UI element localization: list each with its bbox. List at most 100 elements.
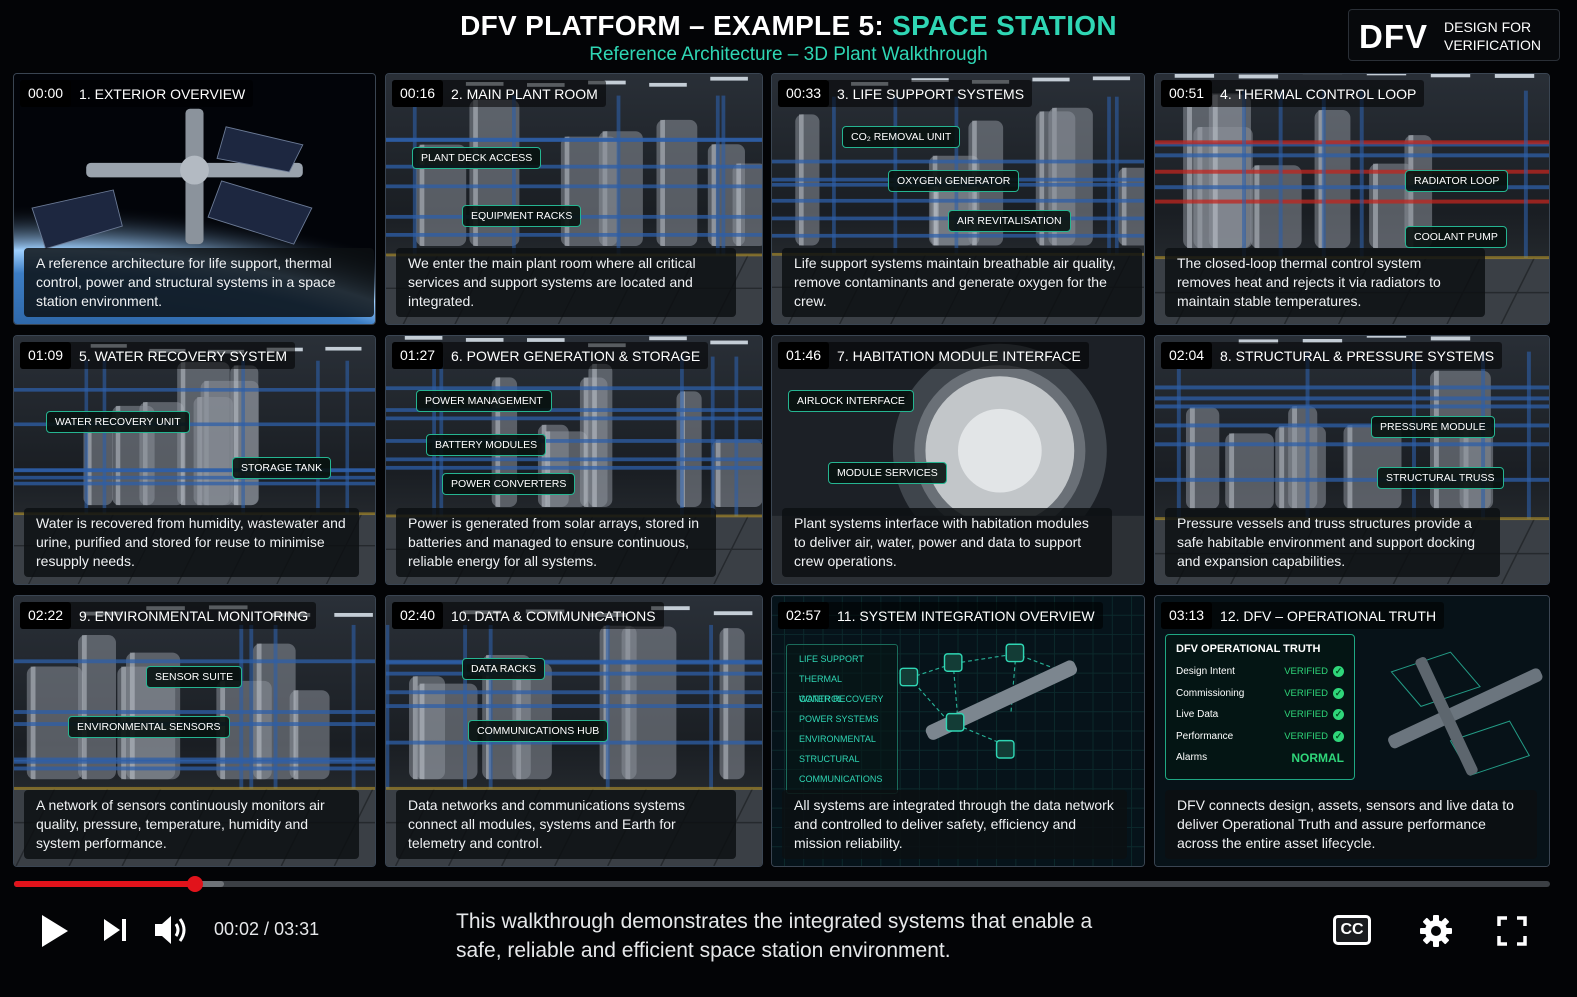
subtitle-line-2: safe, reliable and efficient space stati…	[456, 939, 951, 962]
scene-timestamp[interactable]: 00:33	[778, 80, 830, 107]
callout-label: RADIATOR LOOP	[1405, 170, 1509, 192]
play-button[interactable]	[34, 911, 74, 951]
scene-timestamp[interactable]: 02:57	[778, 602, 830, 629]
scene-timestamp[interactable]: 01:46	[778, 342, 830, 369]
scene-caption: A reference architecture for life suppor…	[24, 248, 374, 317]
scene-title: 9. ENVIRONMENTAL MONITORING	[79, 607, 309, 624]
next-button[interactable]	[98, 913, 132, 947]
check-circle-icon: ✓	[1333, 666, 1344, 678]
scene-timestamp[interactable]: 03:13	[1161, 602, 1213, 629]
integration-system-item: THERMAL CONTROL	[799, 674, 844, 704]
page-title: DFV PLATFORM – EXAMPLE 5: SPACE STATION	[0, 10, 1577, 42]
scene-title: 4. THERMAL CONTROL LOOP	[1220, 85, 1417, 102]
captions-button[interactable]: CC	[1330, 913, 1374, 947]
scene-header: 03:13 12. DFV – OPERATIONAL TRUTH	[1161, 602, 1445, 629]
time-separator: /	[259, 919, 275, 939]
subtitle-line-1: This walkthrough demonstrates the integr…	[456, 910, 1093, 933]
progress-scrubber[interactable]	[187, 876, 204, 892]
callout-label: STORAGE TANK	[232, 457, 332, 479]
video-header: DFV PLATFORM – EXAMPLE 5: SPACE STATION …	[0, 0, 1577, 70]
scene-timestamp[interactable]: 01:09	[20, 342, 72, 369]
verification-label: Performance	[1176, 730, 1234, 742]
integration-system-item: ENVIRONMENTAL	[799, 734, 876, 744]
scene-card[interactable]: 03:13 12. DFV – OPERATIONAL TRUTH DFV OPER…	[1154, 595, 1550, 867]
verification-label: Commissioning	[1176, 687, 1245, 699]
callout-label: BATTERY MODULES	[426, 434, 547, 456]
scene-timestamp[interactable]: 01:27	[392, 342, 444, 369]
scene-timestamp[interactable]: 00:00	[20, 80, 72, 107]
volume-button[interactable]	[150, 911, 192, 949]
callout-label: CO₂ REMOVAL UNIT	[842, 126, 961, 148]
page-subtitle: Reference Architecture – 3D Plant Walkth…	[589, 44, 988, 65]
callout-label: AIRLOCK INTERFACE	[788, 390, 914, 412]
progress-played	[14, 881, 196, 887]
scene-card[interactable]: 00:33 3. LIFE SUPPORT SYSTEMS CO₂ REMOVAL …	[771, 73, 1145, 325]
alarms-status: NORMAL	[1291, 750, 1344, 765]
callout-label: OXYGEN GENERATOR	[888, 170, 1020, 192]
callout-label: MODULE SERVICES	[828, 462, 947, 484]
scene-card[interactable]: 01:27 6. POWER GENERATION & STORAGE POWER …	[385, 335, 763, 585]
time-current: 00:02	[214, 919, 260, 939]
callout-label: STRUCTURAL TRUSS	[1377, 467, 1504, 489]
title-accent: SPACE STATION	[892, 10, 1117, 41]
scene-caption: The closed-loop thermal control system r…	[1165, 248, 1485, 317]
scene-title: 11. SYSTEM INTEGRATION OVERVIEW	[837, 607, 1095, 624]
cc-icon: CC	[1333, 915, 1371, 945]
scene-timestamp[interactable]: 00:16	[392, 80, 444, 107]
fullscreen-icon	[1497, 916, 1527, 946]
progress-bar[interactable]	[14, 876, 1550, 892]
integration-system-item: POWER SYSTEMS	[799, 714, 879, 724]
verification-status: VERIFIED	[1284, 730, 1328, 742]
scene-caption: Plant systems interface with habitation …	[782, 508, 1112, 577]
scene-timestamp[interactable]: 00:51	[1161, 80, 1213, 107]
callout-label: ENVIRONMENTAL SENSORS	[68, 716, 230, 738]
scene-card[interactable]: 00:51 4. THERMAL CONTROL LOOP RADIATOR LOO…	[1154, 73, 1550, 325]
scene-timestamp[interactable]: 02:40	[392, 602, 444, 629]
scene-timestamp[interactable]: 02:04	[1161, 342, 1213, 369]
callout-label: POWER CONVERTERS	[442, 473, 576, 495]
scene-caption: A network of sensors continuously monito…	[24, 790, 359, 859]
scene-caption: Pressure vessels and truss structures pr…	[1165, 508, 1500, 577]
logo-text-line-1: DESIGN FOR	[1444, 19, 1532, 35]
callout-label: POWER MANAGEMENT	[416, 390, 552, 412]
callout-label: PRESSURE MODULE	[1371, 416, 1495, 438]
scene-caption: We enter the main plant room where all c…	[396, 248, 736, 317]
cc-label: CC	[1340, 921, 1364, 938]
integration-system-item: COMMUNICATIONS	[799, 774, 883, 784]
verification-status: VERIFIED	[1284, 687, 1328, 699]
scene-title: 3. LIFE SUPPORT SYSTEMS	[837, 85, 1025, 102]
verification-status: VERIFIED	[1284, 709, 1328, 721]
volume-icon	[155, 916, 186, 944]
title-prefix: DFV PLATFORM – EXAMPLE 5:	[460, 10, 893, 41]
scene-timestamp[interactable]: 02:22	[20, 602, 72, 629]
settings-button[interactable]	[1416, 911, 1456, 951]
logo-mark: DFV	[1359, 18, 1428, 55]
scene-caption: Water is recovered from humidity, wastew…	[24, 508, 359, 577]
scene-header: 02:57 11. SYSTEM INTEGRATION OVERVIEW	[778, 602, 1103, 629]
verification-label: Live Data	[1176, 709, 1219, 721]
scene-title: 6. POWER GENERATION & STORAGE	[451, 347, 701, 364]
callout-label: SENSOR SUITE	[146, 666, 243, 688]
scene-caption: Life support systems maintain breathable…	[782, 248, 1142, 317]
subtitle-text: This walkthrough demonstrates the integr…	[456, 907, 1156, 965]
scene-card[interactable]: 02:22 9. ENVIRONMENTAL MONITORING SENSOR S…	[13, 595, 376, 867]
callout-label: COOLANT PUMP	[1405, 226, 1507, 248]
scene-caption: All systems are integrated through the d…	[782, 790, 1127, 859]
scene-title: 12. DFV – OPERATIONAL TRUTH	[1220, 607, 1437, 624]
check-circle-icon: ✓	[1333, 687, 1344, 699]
scene-header: 00:51 4. THERMAL CONTROL LOOP	[1161, 80, 1425, 107]
fullscreen-button[interactable]	[1492, 911, 1532, 951]
